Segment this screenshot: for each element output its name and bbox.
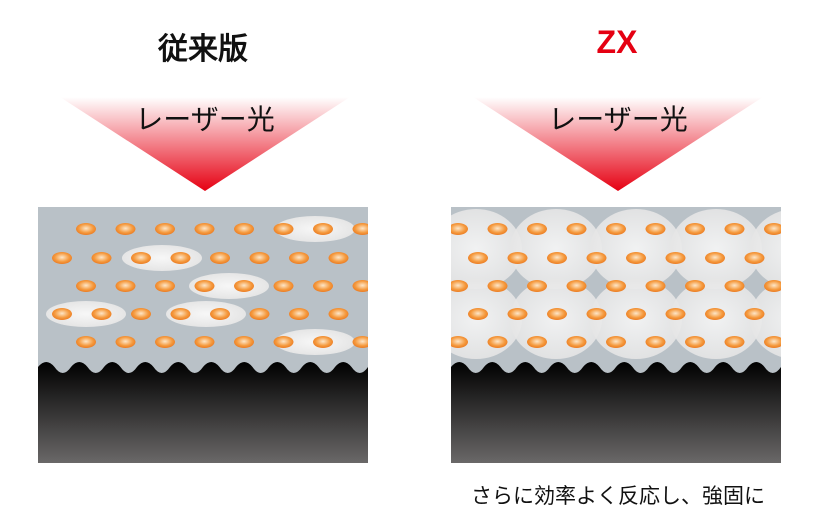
laser-beam-icon [473,97,763,191]
conventional-cross-section [38,207,368,463]
zx-cross-section [451,207,781,463]
laser-label-right: レーザー光 [548,103,688,136]
laser-beam-icon [60,97,350,191]
laser-label-left: レーザー光 [135,103,275,136]
zx-title: ZX [596,24,638,60]
zx-caption: さらに効率よく反応し、強固に [471,484,765,508]
conventional-title: 従来版 [158,32,248,67]
